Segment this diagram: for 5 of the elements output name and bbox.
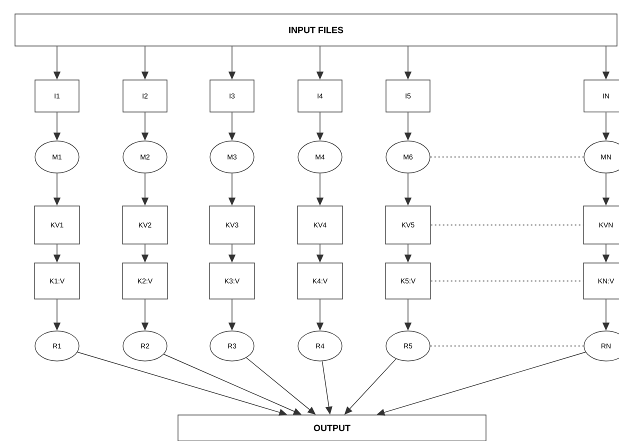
connector-line <box>430 224 584 226</box>
connector-line <box>430 280 584 282</box>
header-box: OUTPUT <box>178 414 486 441</box>
header-box: INPUT FILES <box>14 14 618 46</box>
connector-line <box>430 156 584 158</box>
